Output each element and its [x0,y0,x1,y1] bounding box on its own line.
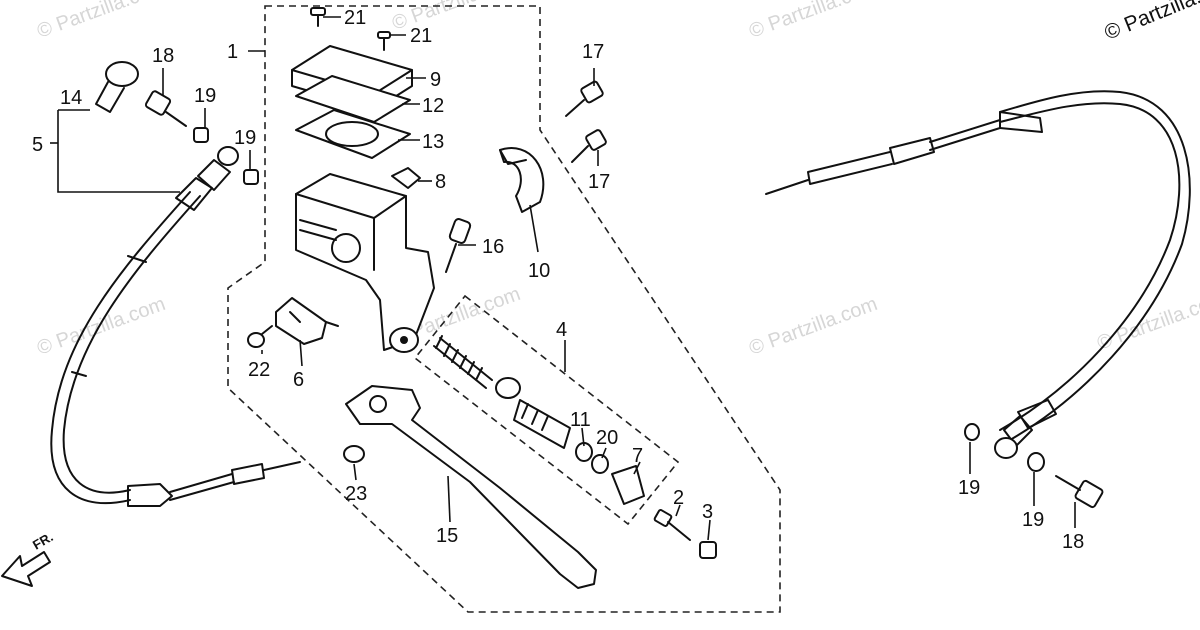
watermark: © Partzilla.com [34,0,168,43]
callout-23: 23 [345,483,367,505]
callout-19: 19 [194,85,216,107]
callout-9: 9 [430,69,441,91]
diaphragm-13 [295,109,411,159]
callout-5: 5 [32,134,43,156]
callout-13: 13 [422,131,444,153]
callout-20: 20 [596,427,618,449]
callout-21: 21 [344,7,366,29]
callout-22: 22 [248,359,270,381]
washer-19 [193,127,1045,472]
screw-22 [247,325,273,348]
screw-21a [310,7,326,27]
front-arrow-icon [1,551,51,587]
watermark: © Partzilla.com [1094,288,1200,355]
clamp-14 [95,61,139,113]
leader-lines [50,16,1076,541]
nut-23 [343,445,365,463]
left-hose [50,146,301,507]
assembly-outline [227,5,781,613]
callout-16: 16 [482,236,504,258]
callout-7: 7 [632,445,643,467]
bolt-16 [445,218,472,273]
callout-19: 19 [958,477,980,499]
callout-12: 12 [422,95,444,117]
watermark: © Partzilla.com [746,0,880,43]
bolt-17b [571,129,607,163]
callout-8: 8 [435,171,446,193]
front-marker-label: FR. [30,529,56,552]
master-cylinder-body [295,173,435,353]
copyright-label: © Partzilla.com [1101,0,1200,45]
callout-18: 18 [1062,531,1084,553]
watermark: © Partzilla.com [746,293,880,360]
watermarks: © Partzilla.com © Partzilla.com © Partzi… [34,0,1200,360]
screw-21b [377,31,391,51]
callout-3: 3 [702,501,713,523]
nut-3 [699,541,717,559]
pivot-bolt-2 [653,509,691,541]
brake-lever-15 [345,385,597,589]
switch-6 [275,297,339,345]
piston-set [433,335,645,505]
callout-1: 1 [227,41,238,63]
holder-10 [499,147,545,213]
callout-19: 19 [234,127,256,149]
callout-15: 15 [436,525,458,547]
callout-19: 19 [1022,509,1044,531]
piston-set-outline [413,294,680,526]
callout-6: 6 [293,369,304,391]
callout-4: 4 [556,319,567,341]
right-hose [765,90,1191,459]
plate-12 [295,75,411,123]
callout-14: 14 [60,87,82,109]
callout-2: 2 [673,487,684,509]
banjo-bolt-18b [1055,475,1104,509]
callout-17: 17 [588,171,610,193]
watermark: © Partzilla.com [34,293,168,360]
callout-17: 17 [582,41,604,63]
stopper-8 [391,167,421,189]
callout-10: 10 [528,260,550,282]
bolt-17a [565,80,604,117]
banjo-bolt-18a [144,90,187,127]
callout-11: 11 [570,409,591,431]
callout-18: 18 [152,45,174,67]
callout-21: 21 [410,25,432,47]
callout-numbers: 1 2 3 4 5 6 7 8 9 10 11 12 13 14 15 16 1… [32,7,1084,553]
